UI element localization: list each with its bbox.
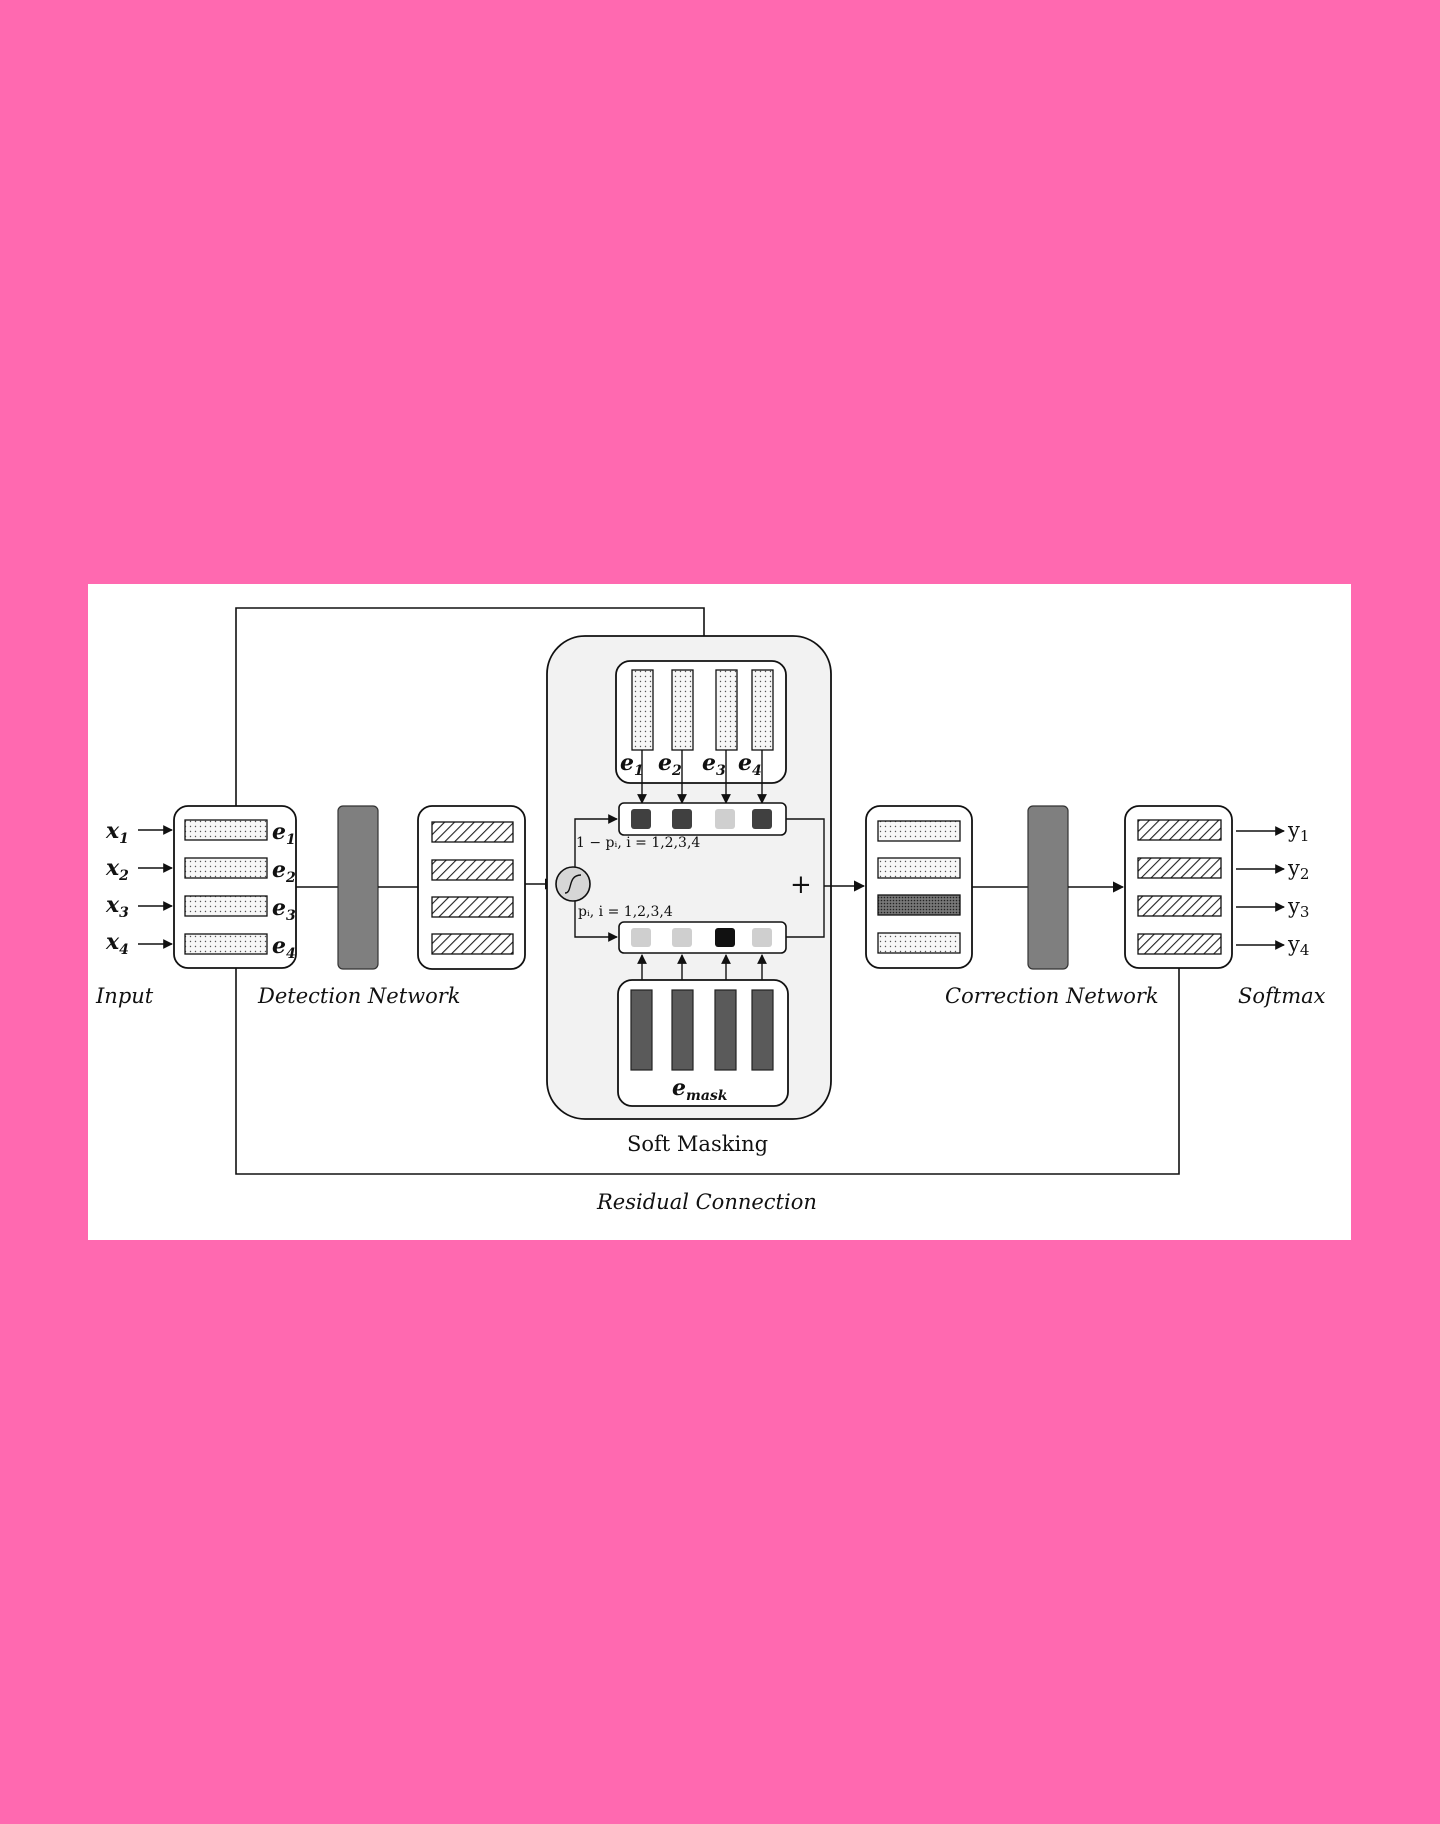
- output-y2: y2: [1287, 856, 1309, 883]
- detection-hidden-2: [431, 859, 514, 881]
- detection-network-block: [337, 805, 379, 970]
- top-e4: e4: [738, 750, 762, 779]
- upper-merge-line: [786, 818, 825, 886]
- lower-cell-1: [631, 928, 651, 947]
- mask-bar-3: [714, 989, 737, 1071]
- sigmoid-icon: [555, 866, 591, 902]
- input-x1: x1: [105, 818, 129, 847]
- architecture-diagram: x1 x2 x3 x4 e1 e2 e3 e4 e1 e2 e3 e4 1 − …: [95, 607, 1326, 1214]
- correction-network-block: [1027, 805, 1069, 970]
- label-correction-network: Correction Network: [945, 984, 1159, 1008]
- label-soft-masking: Soft Masking: [627, 1132, 768, 1156]
- correction-input-4: [877, 932, 961, 954]
- lower-cell-4: [752, 928, 772, 947]
- detection-hidden-1: [431, 821, 514, 843]
- p-branch: [574, 901, 618, 942]
- input-embedding-4: [184, 933, 268, 955]
- top-embeddings-box: [615, 660, 787, 784]
- detection-hidden-3: [431, 896, 514, 918]
- output-y3: y3: [1287, 894, 1309, 921]
- softmax-box: [1124, 805, 1233, 969]
- top-embedding-1: [631, 669, 654, 751]
- input-embedding-1: [184, 819, 268, 841]
- diagram-canvas: x1 x2 x3 x4 e1 e2 e3 e4 e1 e2 e3 e4 1 − …: [88, 584, 1351, 1240]
- mask-embedding-box: [617, 979, 789, 1107]
- softmax-output-3: [1137, 895, 1222, 917]
- plus-sign: +: [790, 870, 812, 900]
- input-x4: x4: [105, 929, 129, 958]
- input-e1: e1: [272, 819, 296, 848]
- detection-hidden-4: [431, 933, 514, 955]
- mask-bar-4: [751, 989, 774, 1071]
- correction-input-2: [877, 857, 961, 879]
- correction-input-1: [877, 820, 961, 842]
- input-e2: e2: [272, 857, 296, 886]
- output-y1: y1: [1287, 818, 1309, 845]
- output-y4: y4: [1287, 932, 1309, 959]
- top-embedding-2: [671, 669, 694, 751]
- upper-cell-1: [631, 809, 651, 829]
- softmax-output-2: [1137, 857, 1222, 879]
- upper-cell-4: [752, 809, 772, 829]
- top-e2: e2: [658, 750, 682, 779]
- input-e4: e4: [272, 933, 296, 962]
- label-detection-network: Detection Network: [257, 984, 461, 1008]
- input-x3: x3: [105, 892, 129, 921]
- input-x2: x2: [105, 855, 129, 884]
- upper-cell-2: [672, 809, 692, 829]
- lower-cell-2: [672, 928, 692, 947]
- p-label: pᵢ, i = 1,2,3,4: [578, 904, 673, 920]
- top-skip-line: [235, 607, 710, 806]
- input-e3: e3: [272, 895, 296, 924]
- lower-merge-line: [786, 886, 825, 938]
- lower-cell-3: [715, 928, 735, 947]
- one-minus-p-label: 1 − pᵢ, i = 1,2,3,4: [576, 835, 700, 851]
- top-e1: e1: [620, 750, 644, 779]
- softmax-output-1: [1137, 819, 1222, 841]
- mask-bar-2: [671, 989, 694, 1071]
- softmax-output-4: [1137, 933, 1222, 955]
- one-minus-p-branch: [574, 814, 618, 867]
- top-embedding-3: [715, 669, 738, 751]
- label-residual-connection: Residual Connection: [596, 1190, 817, 1214]
- correction-input-3: [877, 894, 961, 916]
- label-softmax: Softmax: [1238, 984, 1326, 1008]
- residual-connection-line: [235, 943, 1185, 1175]
- top-embedding-4: [751, 669, 774, 751]
- input-embedding-3: [184, 895, 268, 917]
- input-embedding-2: [184, 857, 268, 879]
- upper-cell-3: [715, 809, 735, 829]
- e-mask-label: emask: [672, 1075, 728, 1104]
- mask-bar-1: [630, 989, 653, 1071]
- top-e3: e3: [702, 750, 726, 779]
- detection-output-box: [417, 805, 526, 970]
- label-input: Input: [95, 984, 154, 1008]
